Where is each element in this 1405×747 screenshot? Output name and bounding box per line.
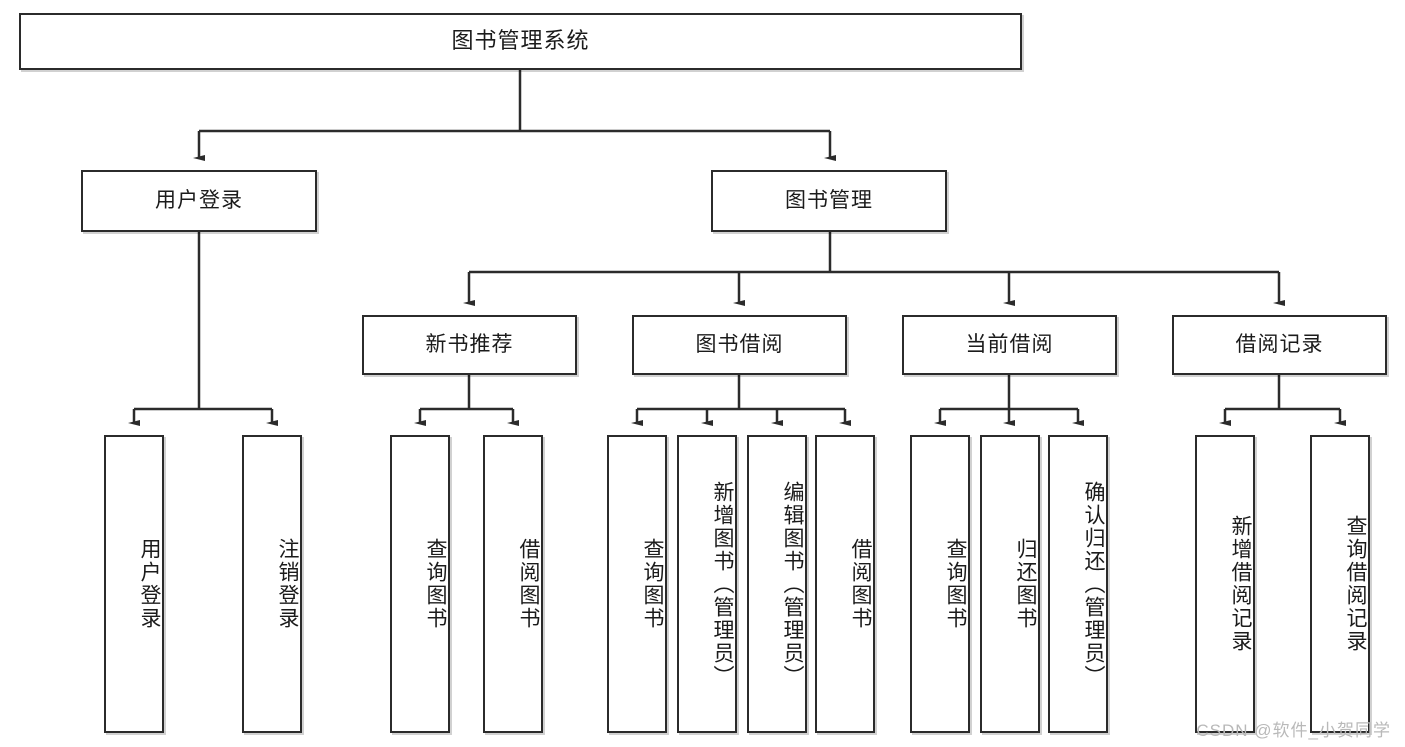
node-label: 当前借阅 <box>965 333 1054 357</box>
node-label: 查询图书 <box>944 538 967 630</box>
node-new-book-recommend[interactable]: 新书推荐 <box>362 315 577 375</box>
node-label: 查询图书 <box>424 538 447 630</box>
leaf-current-borrow-return[interactable]: 归还图书 <box>980 435 1040 733</box>
leaf-borrow-record-query[interactable]: 查询借阅记录 <box>1310 435 1370 733</box>
leaf-current-borrow-confirm-return-admin[interactable]: 确认归还（管理员） <box>1048 435 1108 733</box>
leaf-new-book-borrow[interactable]: 借阅图书 <box>483 435 543 733</box>
node-label: 查询借阅记录 <box>1344 515 1367 653</box>
node-label: 注销登录 <box>276 538 299 630</box>
leaf-user-login-login[interactable]: 用户登录 <box>104 435 164 733</box>
node-label: 图书管理系统 <box>451 28 590 54</box>
leaf-user-login-logout[interactable]: 注销登录 <box>242 435 302 733</box>
node-label: 用户登录 <box>138 538 161 630</box>
leaf-book-borrow-query[interactable]: 查询图书 <box>607 435 667 733</box>
node-label: 编辑图书（管理员） <box>781 480 804 688</box>
leaf-book-borrow-edit-admin[interactable]: 编辑图书（管理员） <box>747 435 807 733</box>
node-label: 确认归还（管理员） <box>1082 480 1105 688</box>
leaf-book-borrow-add-admin[interactable]: 新增图书（管理员） <box>677 435 737 733</box>
node-label: 归还图书 <box>1014 538 1037 630</box>
node-label: 用户登录 <box>155 189 243 213</box>
node-label: 图书借阅 <box>695 333 784 357</box>
node-root-book-management-system[interactable]: 图书管理系统 <box>19 13 1022 70</box>
node-label: 查询图书 <box>641 538 664 630</box>
node-book-borrow[interactable]: 图书借阅 <box>632 315 847 375</box>
node-label: 新增借阅记录 <box>1229 515 1252 653</box>
node-borrow-record[interactable]: 借阅记录 <box>1172 315 1387 375</box>
node-book-management[interactable]: 图书管理 <box>711 170 947 232</box>
node-label: 借阅记录 <box>1235 333 1324 357</box>
leaf-borrow-record-add[interactable]: 新增借阅记录 <box>1195 435 1255 733</box>
node-current-borrow[interactable]: 当前借阅 <box>902 315 1117 375</box>
node-label: 借阅图书 <box>517 538 540 630</box>
leaf-new-book-query[interactable]: 查询图书 <box>390 435 450 733</box>
node-user-login[interactable]: 用户登录 <box>81 170 317 232</box>
node-label: 借阅图书 <box>849 538 872 630</box>
leaf-current-borrow-query[interactable]: 查询图书 <box>910 435 970 733</box>
node-label: 新书推荐 <box>425 333 514 357</box>
node-label: 新增图书（管理员） <box>711 480 734 688</box>
node-label: 图书管理 <box>785 189 873 213</box>
leaf-book-borrow-borrow[interactable]: 借阅图书 <box>815 435 875 733</box>
watermark: CSDN @软件_小贺同学 <box>1196 721 1391 740</box>
